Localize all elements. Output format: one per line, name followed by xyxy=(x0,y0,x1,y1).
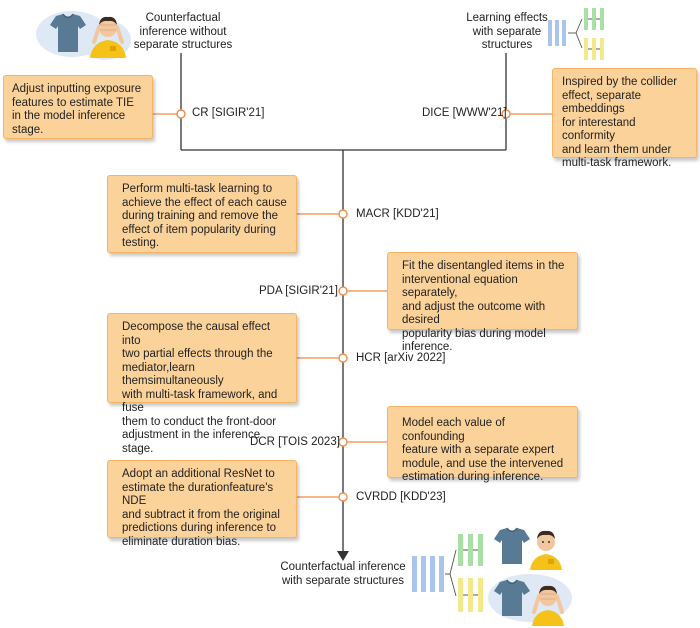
method-label-hcr: HCR [arXiv 2022] xyxy=(356,352,446,364)
note-line: two partial effects through the xyxy=(122,348,273,360)
note-macr: Perform multi-task learning to achieve t… xyxy=(107,175,297,253)
note-line: estimation during inference. xyxy=(402,471,544,483)
caption-line: with separate structures xyxy=(281,574,405,587)
dice-node xyxy=(501,109,511,119)
note-line: mediator,learn themsimultaneously xyxy=(122,361,224,388)
method-label-macr: MACR [KDD'21] xyxy=(356,208,439,220)
neural-network-icon xyxy=(548,8,604,60)
cvrdd-node xyxy=(338,492,348,502)
shirt-icon xyxy=(50,13,86,52)
top-right-caption: Learning effects with separate structure… xyxy=(452,12,562,53)
top-left-caption: Counterfactual inference without separat… xyxy=(128,12,238,53)
note-hcr: Decompose the causal effect into two par… xyxy=(107,313,297,455)
caption-line: Counterfactual xyxy=(145,12,221,24)
note-line: Perform multi-task learning to xyxy=(122,183,273,195)
macr-node xyxy=(338,209,348,219)
caption-line: inference without xyxy=(139,25,227,38)
timeline-arrowhead xyxy=(337,551,349,561)
caption-line: structures xyxy=(481,39,533,51)
note-line: predictions during inference to xyxy=(122,522,277,534)
caption-line: Learning effects xyxy=(466,12,548,24)
note-line: in the model inference xyxy=(12,110,126,122)
note-dcr: Model each value of confounding feature … xyxy=(387,406,578,483)
shirt-icon xyxy=(494,527,530,564)
note-line: Model each value of confounding xyxy=(402,417,505,443)
note-line: Fit the disentangled items in the xyxy=(402,260,565,272)
hcr-node xyxy=(338,353,348,363)
note-line: and adjust the outcome with desired xyxy=(402,300,546,327)
note-line: Inspired by the collider xyxy=(562,76,678,88)
note-cvrdd: Adopt an additional ResNet to estimate t… xyxy=(107,460,297,548)
caption-line: separate structures xyxy=(133,39,233,51)
note-line: and learn them under xyxy=(562,143,672,156)
note-line: effect, separate embeddings xyxy=(562,89,642,116)
note-line: eliminate duration bias. xyxy=(122,535,241,548)
note-line: with multi-task framework, and fuse xyxy=(122,388,278,415)
method-label-pda: PDA [SIGIR'21] xyxy=(259,285,338,297)
note-line: module, and use the intervened xyxy=(402,457,564,470)
neural-network-icon xyxy=(412,534,483,612)
note-line: Decompose the causal effect into xyxy=(122,321,271,347)
shirt-icon xyxy=(494,579,530,616)
note-dice: Inspired by the collider effect, separat… xyxy=(552,68,697,169)
note-line: effect of item popularity during xyxy=(122,223,276,236)
note-line: Adjust inputting exposure xyxy=(12,83,142,95)
note-pda: Fit the disentangled items in the interv… xyxy=(387,252,578,353)
note-line: stage. xyxy=(12,123,44,136)
note-line: for interestand conformity xyxy=(562,116,636,143)
bottom-caption: Counterfactual inference with separate s… xyxy=(270,561,416,588)
note-cr: Adjust inputting exposure features to es… xyxy=(3,75,153,139)
note-line: interventional equation separately, xyxy=(402,273,518,300)
person-covering-eyes-icon xyxy=(532,585,564,626)
method-label-dcr: DCR [TOIS 2023] xyxy=(250,436,340,448)
person-covering-eyes-icon xyxy=(90,16,126,58)
note-line: during training and remove the xyxy=(122,210,278,222)
note-line: achieve the effect of each cause xyxy=(122,196,287,209)
method-label-dice: DICE [WWW'21] xyxy=(422,107,507,119)
note-line: feature with a separate expert xyxy=(402,444,555,456)
person-icon xyxy=(530,530,562,570)
note-line: multi-task framework. xyxy=(562,157,672,169)
note-line: estimate the durationfeature's NDE xyxy=(122,481,274,508)
pda-node xyxy=(338,286,348,296)
note-line: popularity bias during model xyxy=(402,327,546,340)
bottom-illustration xyxy=(412,527,572,626)
note-line: inference. xyxy=(402,341,453,353)
cr-node xyxy=(176,109,186,119)
method-label-cvrdd: CVRDD [KDD'23] xyxy=(356,491,446,503)
note-line: features to estimate TIE xyxy=(12,96,134,109)
note-line: testing. xyxy=(122,237,160,249)
note-line: them to conduct the front-door xyxy=(122,415,277,428)
note-line: Adopt an additional ResNet to xyxy=(122,468,275,480)
dcr-node xyxy=(338,437,348,447)
note-line: adjustment in the inference stage. xyxy=(122,429,261,455)
method-label-cr: CR [SIGIR'21] xyxy=(192,107,265,119)
note-line: and subtract it from the original xyxy=(122,508,280,521)
caption-line: with separate xyxy=(472,25,542,38)
top-left-illustration xyxy=(36,11,131,60)
caption-line: Counterfactual inference xyxy=(280,561,406,573)
